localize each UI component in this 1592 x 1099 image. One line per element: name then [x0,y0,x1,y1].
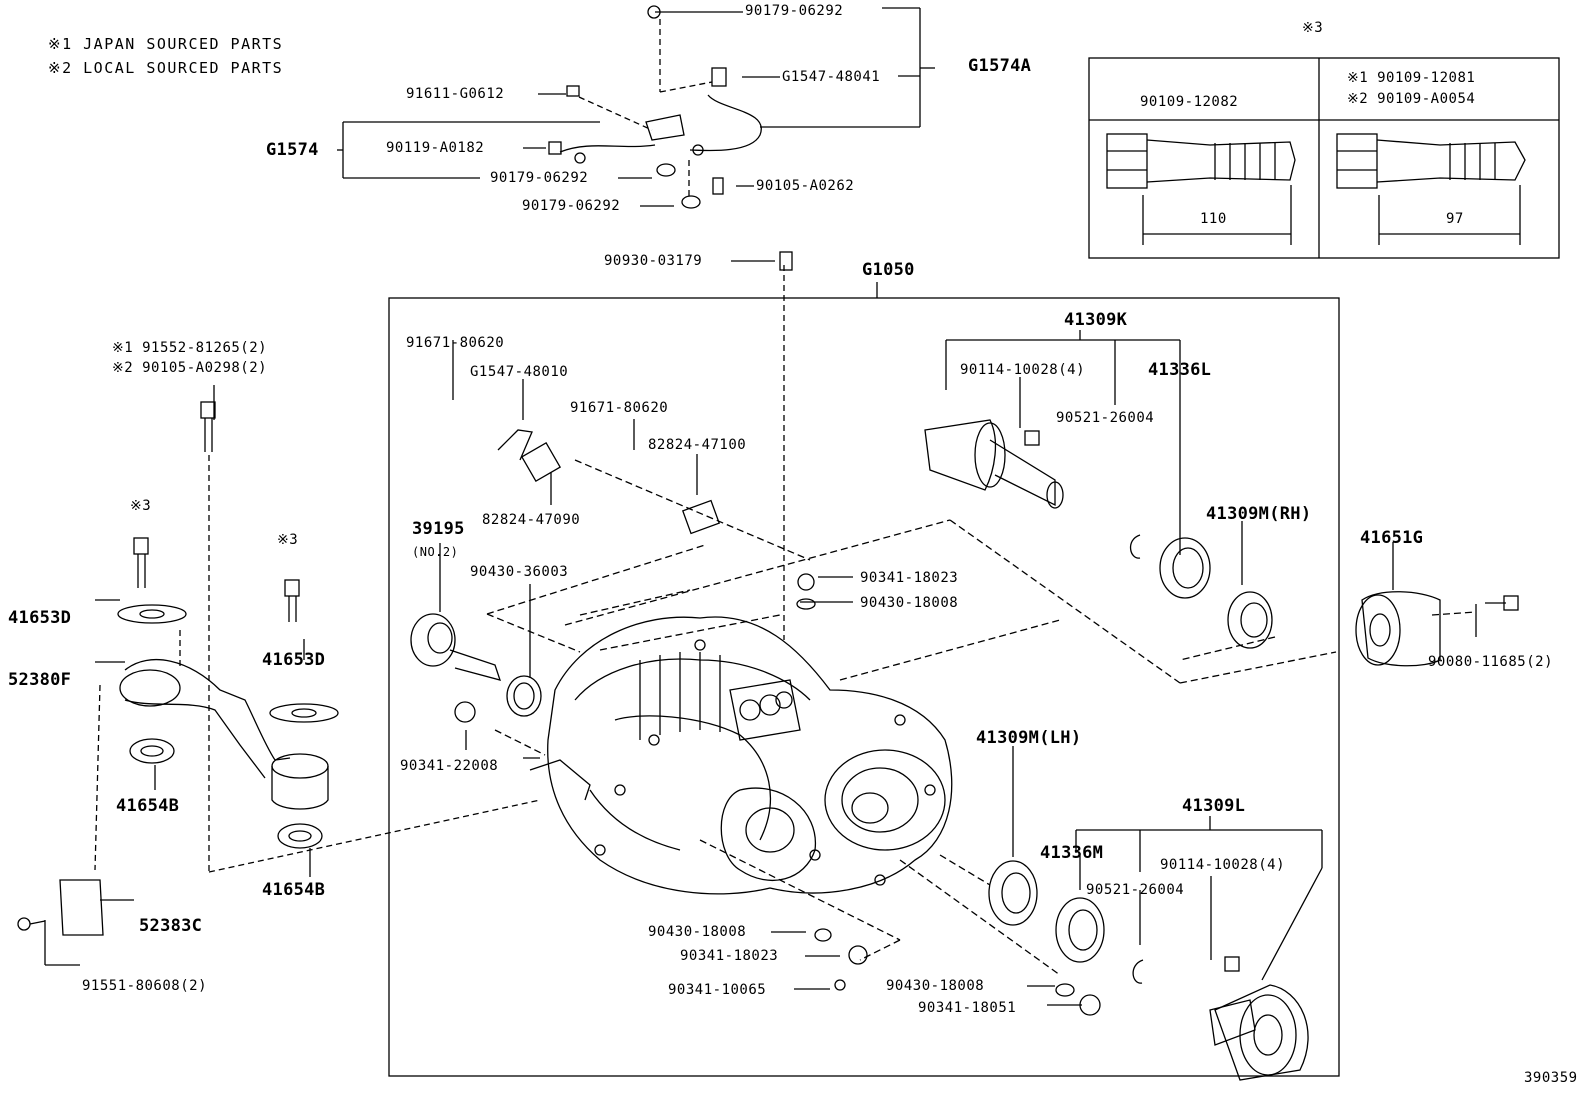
note-3-mark-b: ※3 [277,532,299,548]
part-90341-22008[interactable]: 90341-22008 [400,758,499,774]
part-41336m[interactable]: 41336M [1040,843,1104,863]
bolt-col1-head[interactable]: 90109-12082 [1140,94,1239,110]
part-90114-10028-a[interactable]: 90114-10028(4) [960,362,1086,378]
part-41309k[interactable]: 41309K [1064,310,1128,330]
note-japan-sourced: ※1 JAPAN SOURCED PARTS [48,35,284,53]
part-91611-g0612[interactable]: 91611-G0612 [406,86,505,102]
bolt-col2-head-japan[interactable]: ※1 90109-12081 [1347,70,1476,86]
part-90179-06292-mid[interactable]: 90179-06292 [490,170,589,186]
bolt-length-97: 97 [1446,211,1464,227]
part-41653d-right[interactable]: 41653D [262,650,326,670]
part-91552-81265[interactable]: ※1 91552-81265(2) [112,340,268,356]
part-41654b-right[interactable]: 41654B [262,880,326,900]
g1050-frame [388,297,1340,1077]
part-90430-18008-c[interactable]: 90430-18008 [886,978,985,994]
part-90341-18051[interactable]: 90341-18051 [918,1000,1017,1016]
part-39195[interactable]: 39195 [412,519,465,539]
note-3-mark-a: ※3 [130,498,152,514]
part-41654b-left[interactable]: 41654B [116,796,180,816]
bolt-table-frame [1088,57,1560,259]
part-41653d-left[interactable]: 41653D [8,608,72,628]
part-90430-18008-a[interactable]: 90430-18008 [860,595,959,611]
part-52380f[interactable]: 52380F [8,670,72,690]
part-90341-18023-a[interactable]: 90341-18023 [860,570,959,586]
part-90179-06292-top[interactable]: 90179-06292 [745,3,844,19]
part-90521-26004-b[interactable]: 90521-26004 [1086,882,1185,898]
part-90105-a0262[interactable]: 90105-A0262 [756,178,855,194]
part-82824-47100[interactable]: 82824-47100 [648,437,747,453]
group-g1050[interactable]: G1050 [862,260,915,280]
part-41309m-lh[interactable]: 41309M(LH) [976,728,1082,748]
part-90105-a0298[interactable]: ※2 90105-A0298(2) [112,360,268,376]
part-90930-03179[interactable]: 90930-03179 [604,253,703,269]
bolt-table-mark: ※3 [1302,20,1324,36]
part-41309l[interactable]: 41309L [1182,796,1246,816]
part-91671-80620-b[interactable]: 91671-80620 [570,400,669,416]
part-90114-10028-b[interactable]: 90114-10028(4) [1160,857,1286,873]
part-91551-80608[interactable]: 91551-80608(2) [82,978,208,994]
part-39195-sub: (NO.2) [412,545,459,559]
part-g1547-48041[interactable]: G1547-48041 [782,69,881,85]
part-90521-26004-a[interactable]: 90521-26004 [1056,410,1155,426]
part-90080-11685[interactable]: 90080-11685(2) [1428,654,1554,670]
bolt-length-110: 110 [1200,211,1227,227]
part-90179-06292-low[interactable]: 90179-06292 [522,198,621,214]
part-90119-a0182[interactable]: 90119-A0182 [386,140,485,156]
note-local-sourced: ※2 LOCAL SOURCED PARTS [48,59,284,77]
part-90430-36003[interactable]: 90430-36003 [470,564,569,580]
part-90341-18023-b[interactable]: 90341-18023 [680,948,779,964]
part-52383c[interactable]: 52383C [139,916,203,936]
group-g1574[interactable]: G1574 [266,140,319,160]
bolt-col2-head-local[interactable]: ※2 90109-A0054 [1347,91,1476,107]
part-41651g[interactable]: 41651G [1360,528,1424,548]
figure-number: 390359 [1524,1070,1578,1086]
part-90341-10065[interactable]: 90341-10065 [668,982,767,998]
part-41336l[interactable]: 41336L [1148,360,1212,380]
part-90430-18008-b[interactable]: 90430-18008 [648,924,747,940]
part-g1547-48010[interactable]: G1547-48010 [470,364,569,380]
part-41309m-rh[interactable]: 41309M(RH) [1206,504,1312,524]
group-g1574a[interactable]: G1574A [968,56,1032,76]
part-82824-47090[interactable]: 82824-47090 [482,512,581,528]
part-91671-80620-a[interactable]: 91671-80620 [406,335,505,351]
